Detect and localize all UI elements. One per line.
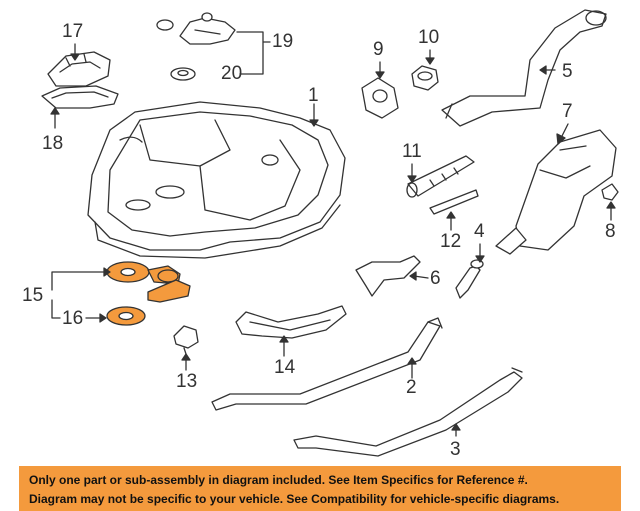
filler-pipe-part <box>441 9 607 127</box>
heat-shield-part <box>235 305 347 339</box>
leader-15-bracket <box>51 271 105 319</box>
pad-part <box>47 51 111 87</box>
callout-14: 14 <box>274 357 296 378</box>
callout-20: 20 <box>221 63 243 84</box>
packing-part <box>41 85 119 109</box>
leader-19-20 <box>236 31 271 75</box>
clip-part <box>601 183 619 201</box>
callout-13: 13 <box>176 371 198 392</box>
callout-9: 9 <box>373 39 384 60</box>
arrow-15 <box>103 267 111 277</box>
grommet-part <box>170 67 196 81</box>
callout-10: 10 <box>418 27 440 48</box>
mounting-bracket-part <box>355 255 421 297</box>
leader-arrows <box>50 43 616 437</box>
hose-part <box>156 12 236 45</box>
tank-band-rear-part <box>293 367 523 457</box>
stopper-part <box>173 325 199 355</box>
callout-6: 6 <box>430 268 441 289</box>
disclaimer-banner: Only one part or sub-assembly in diagram… <box>19 466 621 511</box>
tank-band-front-part <box>211 317 443 411</box>
callout-2: 2 <box>406 377 417 398</box>
callout-17: 17 <box>62 21 84 42</box>
callout-3: 3 <box>450 439 461 460</box>
callout-16: 16 <box>62 308 84 329</box>
callout-1: 1 <box>308 85 319 106</box>
callout-4: 4 <box>474 221 485 242</box>
callout-19: 19 <box>272 31 294 52</box>
protector-part <box>429 189 479 215</box>
fuel-pump-gasket-part <box>106 306 146 326</box>
fuel-cap-part <box>411 65 439 91</box>
fuel-tank-part <box>87 101 346 259</box>
callout-5: 5 <box>562 61 573 82</box>
disclaimer-line-2: Diagram may not be specific to your vehi… <box>29 492 560 506</box>
callout-18: 18 <box>42 133 64 154</box>
callout-8: 8 <box>605 221 616 242</box>
callout-15: 15 <box>22 285 44 306</box>
breather-pipe-part <box>455 259 484 299</box>
fuel-pump-assembly-part <box>106 261 191 303</box>
fuel-system-parts-diagram <box>41 9 619 457</box>
filler-pipe-shroud-part <box>495 129 617 255</box>
callout-12: 12 <box>440 231 462 252</box>
arrow-16 <box>85 313 107 323</box>
disclaimer-line-1: Only one part or sub-assembly in diagram… <box>29 473 528 487</box>
filler-neck-bracket-part <box>361 77 399 119</box>
callout-11: 11 <box>402 141 422 162</box>
callout-7: 7 <box>562 101 573 122</box>
vent-hose-part <box>406 155 475 198</box>
